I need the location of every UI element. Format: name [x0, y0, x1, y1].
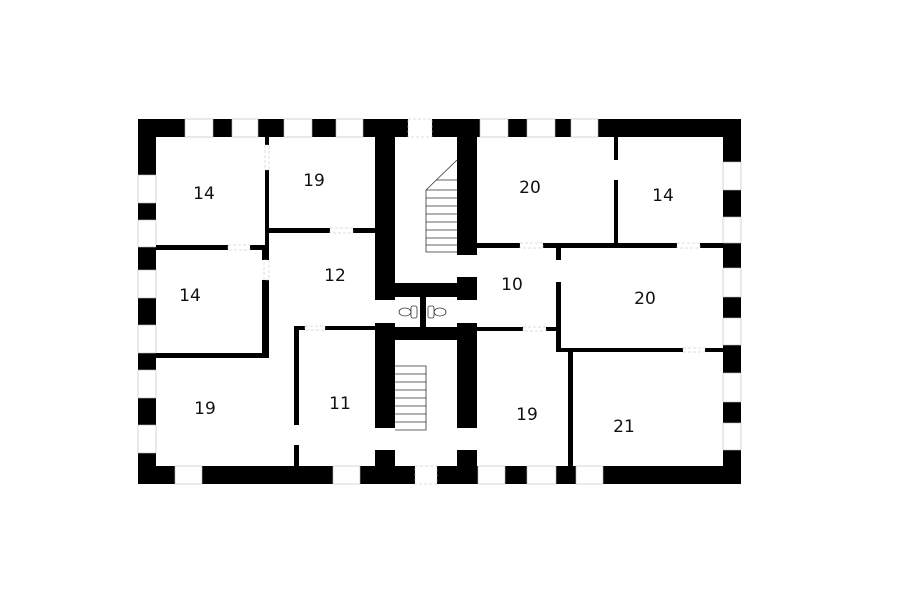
room-area-label: 11	[329, 394, 351, 414]
interior-walls	[156, 137, 723, 466]
core-walls	[375, 137, 477, 466]
floor-interior	[156, 137, 723, 466]
room-area-label: 20	[519, 178, 541, 198]
room-area-label: 14	[179, 286, 201, 306]
room-area-label: 19	[194, 399, 216, 419]
windows	[137, 118, 742, 485]
room-area-label: 14	[193, 184, 215, 204]
room-area-label: 19	[516, 405, 538, 425]
room-area-label: 12	[324, 266, 346, 286]
room-area-label: 10	[501, 275, 523, 295]
toilet-icon	[398, 305, 447, 319]
room-area-label: 20	[634, 289, 656, 309]
lower-staircase-icon	[395, 365, 427, 431]
room-area-label: 21	[613, 417, 635, 437]
upper-staircase-icon	[425, 159, 458, 253]
room-area-label: 14	[652, 186, 674, 206]
room-area-labels: 14 19 14 12 19 11 20 14 10 20 19 21	[179, 171, 674, 437]
room-area-label: 19	[303, 171, 325, 191]
door-openings	[227, 144, 706, 353]
